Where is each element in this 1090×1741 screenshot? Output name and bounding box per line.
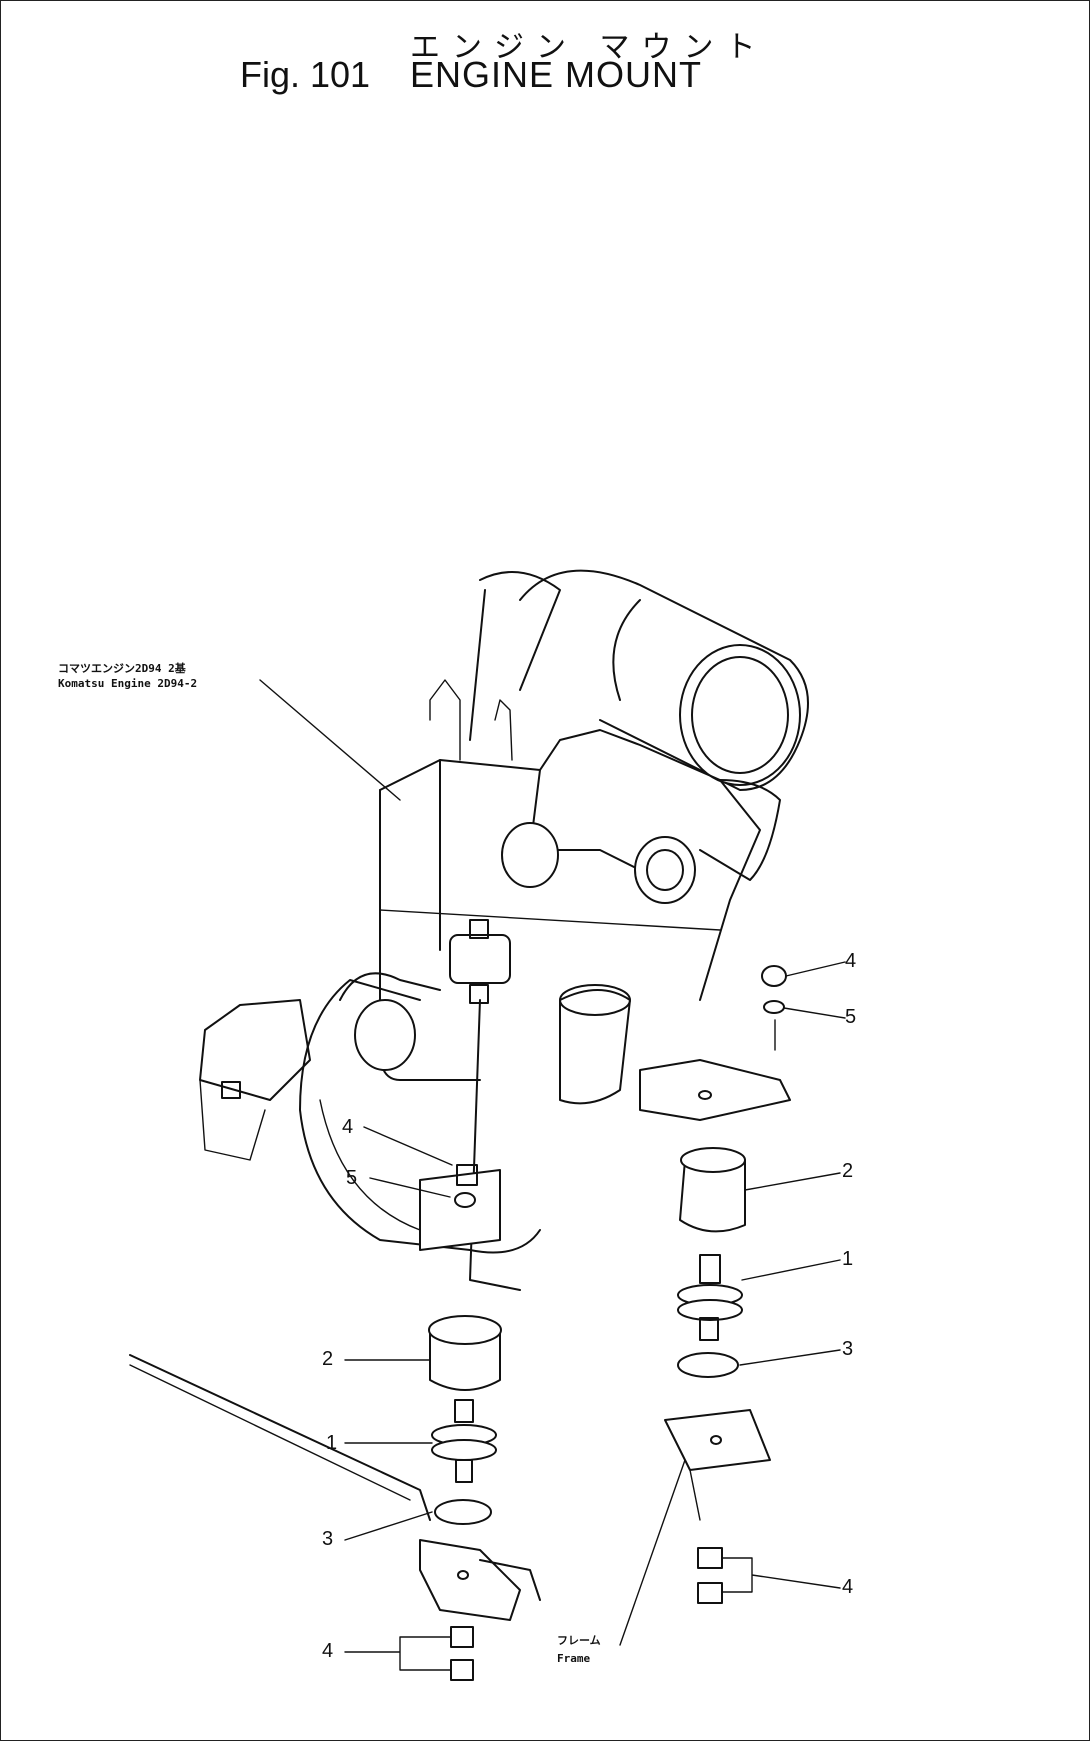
callout-5-left-upper: 5: [346, 1167, 358, 1189]
callout-2-left: 2: [322, 1348, 334, 1370]
left-mount-stack: [129, 1315, 541, 1681]
engine-block: [199, 679, 791, 1291]
callout-4-left-lower: 4: [322, 1640, 334, 1662]
title-english: ENGINE MOUNT: [410, 54, 703, 95]
callout-4-left-upper: 4: [342, 1116, 354, 1138]
callout-3-right: 3: [842, 1338, 854, 1360]
title-japanese: エンジン マウント: [410, 30, 768, 65]
callout-1-left: 1: [326, 1432, 338, 1454]
frame-label-japanese: フレーム: [557, 1634, 601, 1647]
callout-2-right: 2: [842, 1160, 854, 1182]
air-cleaner: [469, 569, 809, 791]
leader-lines: [259, 679, 846, 1671]
callout-5-right-upper: 5: [845, 1006, 857, 1028]
figure-number: Fig. 101: [240, 54, 371, 95]
engine-label-english: Komatsu Engine 2D94-2: [58, 677, 198, 690]
callout-4-right-upper: 4: [845, 950, 857, 972]
callout-4-right-lower: 4: [842, 1576, 854, 1598]
callout-1-right: 1: [842, 1248, 854, 1270]
engine-label-japanese: コマツエンジン2D94 2基: [58, 662, 186, 675]
frame-label-english: Frame: [557, 1652, 591, 1665]
callout-3-left: 3: [322, 1528, 334, 1550]
right-mount-stack: [664, 965, 787, 1604]
